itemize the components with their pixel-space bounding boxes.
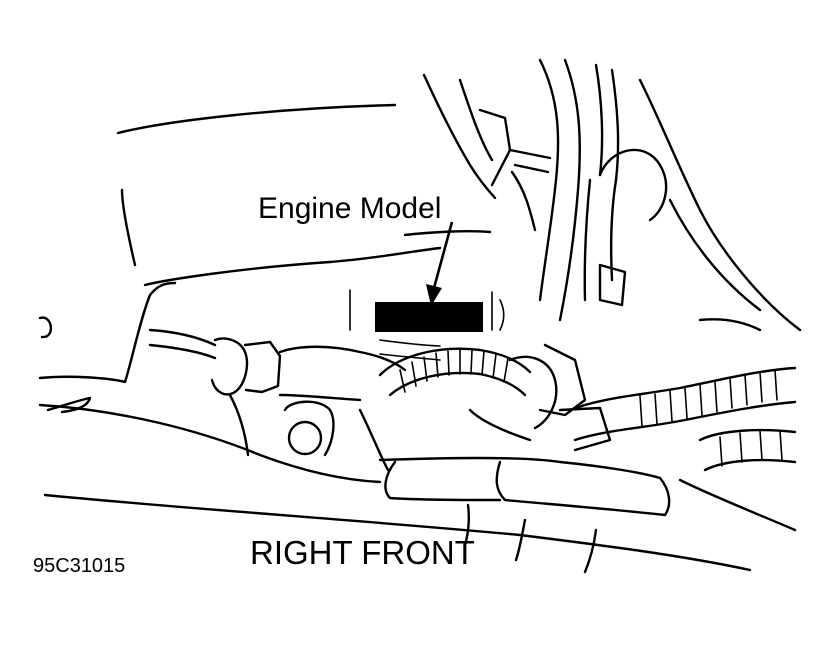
engine-model-callout-label: Engine Model <box>258 192 441 225</box>
callout-arrow <box>426 221 454 306</box>
central-connectors <box>358 343 612 472</box>
lower-body <box>38 403 797 574</box>
right-front-label: RIGHT FRONT <box>250 534 475 571</box>
engine-model-plate <box>349 289 505 361</box>
left-harness <box>148 328 407 457</box>
figure-id-label: 95C31015 <box>33 555 125 577</box>
corrugated-harness <box>378 347 532 397</box>
upper-hoses <box>422 58 802 332</box>
right-harness <box>568 366 797 472</box>
left-mount <box>38 281 177 414</box>
engine-cover-outline <box>116 103 492 287</box>
